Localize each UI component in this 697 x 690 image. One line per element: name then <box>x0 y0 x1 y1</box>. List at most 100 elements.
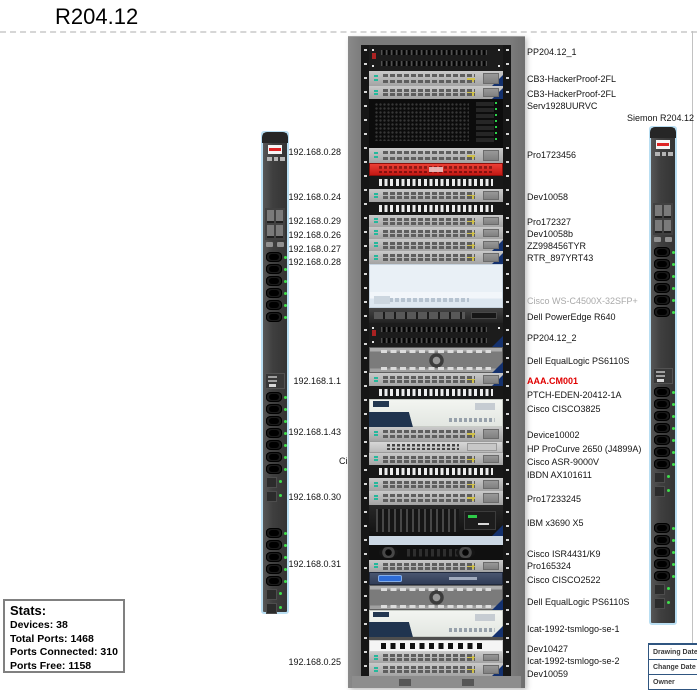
rack-device[interactable] <box>369 536 503 545</box>
pdu-outlet[interactable] <box>654 559 675 569</box>
pdu-outlet[interactable] <box>266 312 287 322</box>
pdu-outlet[interactable] <box>654 247 675 257</box>
rack-device[interactable] <box>369 215 503 227</box>
pdu-buttons[interactable] <box>651 235 675 244</box>
rack-device[interactable] <box>369 465 503 478</box>
pdu-outlet[interactable] <box>654 307 675 317</box>
rack-device[interactable] <box>369 491 503 505</box>
pdu-outlet[interactable] <box>654 435 675 445</box>
pdu-outlet[interactable] <box>266 564 287 574</box>
ip-label: 192.168.0.25 <box>288 657 341 667</box>
rack-device[interactable] <box>369 323 503 347</box>
pdu-outlet[interactable] <box>266 404 287 414</box>
corner-triangle-icon <box>492 336 503 347</box>
rack-device[interactable] <box>369 99 503 148</box>
pdu-outlet-square[interactable] <box>266 476 282 488</box>
rack-device[interactable] <box>369 572 503 585</box>
rack-device[interactable] <box>369 264 503 308</box>
rack-device[interactable] <box>369 163 503 176</box>
ip-label: 192.168.0.31 <box>288 559 341 569</box>
device-label: Dell EqualLogic PS6110S <box>527 356 630 366</box>
pdu-outlet[interactable] <box>654 295 675 305</box>
ip-label: 192.168.0.29 <box>288 216 341 226</box>
rack-device[interactable] <box>369 86 503 99</box>
pdu-right[interactable] <box>649 126 677 625</box>
pdu-outlet[interactable] <box>266 440 287 450</box>
rack-device[interactable] <box>369 347 503 373</box>
pdu-outlet[interactable] <box>266 264 287 274</box>
rack-device[interactable] <box>369 652 503 663</box>
rack-device[interactable] <box>369 560 503 572</box>
rack-device[interactable] <box>369 663 503 676</box>
pdu-spacer <box>263 389 287 391</box>
pdu-outlet[interactable] <box>654 387 675 397</box>
rack-device[interactable] <box>369 202 503 215</box>
device-label: Pro17233245 <box>527 494 582 504</box>
rack-device[interactable] <box>369 640 503 652</box>
rack-device[interactable] <box>369 373 503 386</box>
rack-device[interactable] <box>369 227 503 239</box>
rack-device[interactable] <box>369 505 503 536</box>
device-label: PP204.12_1 <box>527 47 577 57</box>
device-label: Icat-1992-tsmlogo-se-2 <box>527 656 620 666</box>
pdu-outlet[interactable] <box>266 552 287 562</box>
pdu-outlet[interactable] <box>654 259 675 269</box>
rack-device[interactable] <box>369 308 503 323</box>
pdu-outlet-square[interactable] <box>654 597 670 609</box>
rack-device[interactable] <box>369 189 503 202</box>
pdu-outlet[interactable] <box>654 547 675 557</box>
pdu-outlet[interactable] <box>654 447 675 457</box>
rack-device[interactable] <box>369 427 503 441</box>
ip-label: 192.168.1.1 <box>293 376 341 386</box>
corner-triangle-icon <box>492 75 503 86</box>
rack-device[interactable] <box>369 545 503 560</box>
title-block-row: Owner <box>648 674 697 690</box>
pdu-outlet-square[interactable] <box>654 485 670 497</box>
pdu-outlet-square[interactable] <box>266 602 282 614</box>
pdu-outlet[interactable] <box>266 300 287 310</box>
pdu-outlet[interactable] <box>654 423 675 433</box>
pdu-outlet[interactable] <box>654 523 675 533</box>
pdu-outlet[interactable] <box>266 392 287 402</box>
rack[interactable] <box>348 36 525 688</box>
pdu-outlet[interactable] <box>266 416 287 426</box>
pdu-outlet-square[interactable] <box>266 588 282 600</box>
pdu-outlet[interactable] <box>654 283 675 293</box>
pdu-outlet[interactable] <box>266 252 287 262</box>
pdu-outlet[interactable] <box>654 411 675 421</box>
pdu-outlet[interactable] <box>266 528 287 538</box>
pdu-outlet[interactable] <box>654 571 675 581</box>
pdu-outlet[interactable] <box>266 540 287 550</box>
rack-device[interactable] <box>369 71 503 86</box>
pdu-outlet[interactable] <box>266 464 287 474</box>
pdu-outlet[interactable] <box>266 452 287 462</box>
rack-device[interactable] <box>369 478 503 491</box>
pdu-outlet[interactable] <box>266 276 287 286</box>
rack-device[interactable] <box>369 239 503 251</box>
pdu-outlet[interactable] <box>266 288 287 298</box>
pdu-right-label: Siemon R204.12 B <box>627 113 697 123</box>
pdu-left[interactable] <box>261 131 289 614</box>
device-label: ZZ998456TYR <box>527 241 587 251</box>
pdu-outlet[interactable] <box>654 271 675 281</box>
rack-device[interactable] <box>369 441 503 453</box>
device-label: Dev10058 <box>527 192 569 202</box>
pdu-outlet-square[interactable] <box>266 490 282 502</box>
pdu-outlet[interactable] <box>266 576 287 586</box>
rack-device[interactable] <box>369 251 503 264</box>
pdu-outlet[interactable] <box>654 399 675 409</box>
rack-device[interactable] <box>369 399 503 427</box>
rack-device[interactable] <box>369 610 503 637</box>
pdu-outlet-square[interactable] <box>654 583 670 595</box>
pdu-outlet[interactable] <box>654 535 675 545</box>
rack-device[interactable] <box>369 45 503 71</box>
rack-device[interactable] <box>369 176 503 189</box>
rack-device[interactable] <box>369 148 503 163</box>
pdu-outlet-square[interactable] <box>654 471 670 483</box>
rack-device[interactable] <box>369 453 503 465</box>
pdu-outlet[interactable] <box>654 459 675 469</box>
pdu-outlet[interactable] <box>266 428 287 438</box>
rack-device[interactable] <box>369 585 503 610</box>
rack-device[interactable] <box>369 386 503 399</box>
pdu-buttons[interactable] <box>263 240 287 249</box>
